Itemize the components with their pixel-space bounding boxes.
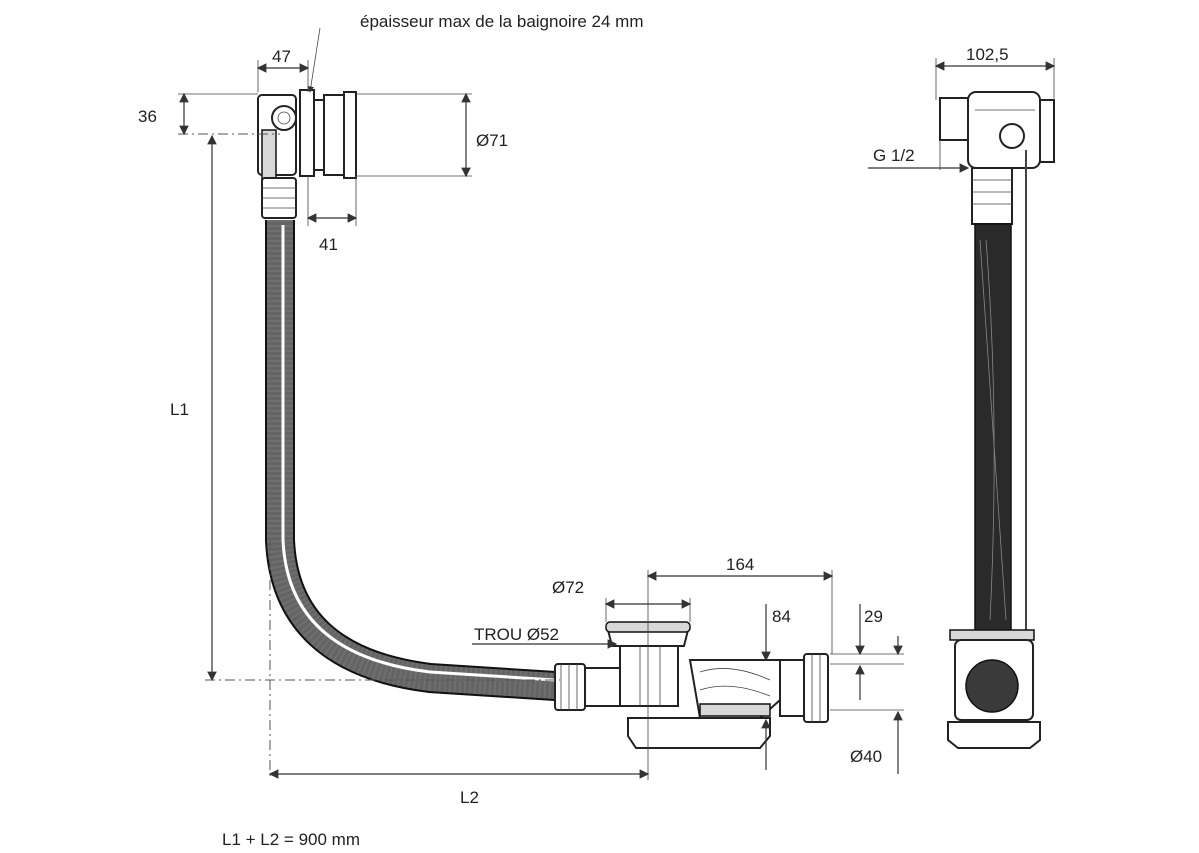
dim-l2-label: L2 bbox=[460, 788, 479, 807]
thickness-note: épaisseur max de la baignoire 24 mm bbox=[360, 12, 643, 31]
dim-164-label: 164 bbox=[726, 555, 754, 574]
dim-36-label: 36 bbox=[138, 107, 157, 126]
dim-47-label: 47 bbox=[272, 47, 291, 66]
dim-l1-label: L1 bbox=[170, 400, 189, 419]
drain-assembly-front bbox=[554, 621, 829, 749]
formula-note: L1 + L2 = 900 mm bbox=[222, 830, 360, 849]
flexible-hose-front bbox=[265, 220, 556, 701]
dim-41-label: 41 bbox=[319, 235, 338, 254]
dim-trou-label: TROU Ø52 bbox=[474, 625, 559, 644]
dim-1025-label: 102,5 bbox=[966, 45, 1009, 64]
dim-o72-label: Ø72 bbox=[552, 578, 584, 597]
dim-o71-label: Ø71 bbox=[476, 131, 508, 150]
drain-assembly-side bbox=[947, 629, 1041, 749]
dim-o40-label: Ø40 bbox=[850, 747, 882, 766]
flexible-hose-side bbox=[974, 150, 1027, 680]
dim-g12-label: G 1/2 bbox=[873, 146, 915, 165]
overflow-assembly-front bbox=[257, 89, 357, 219]
dim-29-label: 29 bbox=[864, 607, 883, 626]
overflow-assembly-side bbox=[939, 91, 1055, 225]
dim-84-label: 84 bbox=[772, 607, 791, 626]
